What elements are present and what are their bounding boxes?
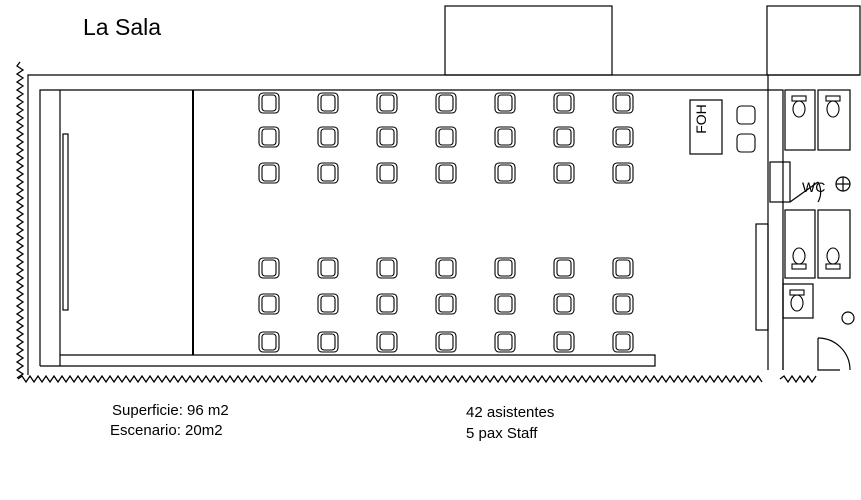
staff-label: 5 pax Staff (466, 425, 538, 442)
audience-seat (612, 92, 634, 114)
audience-seat (258, 92, 280, 114)
audience-seat (376, 293, 398, 315)
audience-seat (553, 126, 575, 148)
audience-seat (494, 126, 516, 148)
wc-stall-3 (784, 209, 816, 279)
stage-screen (62, 133, 69, 311)
audience-seat (435, 126, 457, 148)
audience-seat (317, 92, 339, 114)
audience-seat (553, 293, 575, 315)
audience-seat (435, 162, 457, 184)
audience-seat (435, 331, 457, 353)
attendees-label: 42 asistentes (466, 404, 555, 421)
audience-seat (612, 257, 634, 279)
wc-entry-frame (769, 161, 791, 203)
wc-stall-5 (782, 283, 814, 319)
wc-door-leaf (789, 181, 819, 203)
audience-seat (612, 126, 634, 148)
foh-chair-2 (736, 133, 756, 153)
stage-area-label: Escenario: 20m2 (110, 422, 223, 439)
rooftop-structure-center (444, 5, 613, 76)
foh-chair-1 (736, 105, 756, 125)
audience-seat (317, 257, 339, 279)
toilet-icon (825, 247, 841, 270)
audience-seat (494, 162, 516, 184)
audience-seat (494, 293, 516, 315)
right-broken-wall (779, 374, 817, 384)
audience-seat (553, 257, 575, 279)
outer-wall (27, 74, 860, 375)
inner-wall (39, 89, 784, 370)
audience-seat (612, 331, 634, 353)
wc-counter (755, 223, 769, 331)
toilet-icon (791, 95, 807, 118)
audience-seat (376, 331, 398, 353)
venue-title: La Sala (83, 14, 162, 40)
audience-seat (435, 92, 457, 114)
audience-seat (317, 162, 339, 184)
audience-seat (258, 257, 280, 279)
toilet-icon (791, 247, 807, 270)
audience-seat (376, 126, 398, 148)
wc-stall-1 (784, 89, 816, 151)
audience-seat (376, 162, 398, 184)
wc-door-arc (817, 181, 822, 203)
toilet-icon (825, 95, 841, 118)
audience-seat (258, 162, 280, 184)
audience-seat (258, 293, 280, 315)
audience-seat (494, 331, 516, 353)
audience-seat (612, 162, 634, 184)
toilet-icon (789, 289, 805, 312)
wc-stall-2 (817, 89, 851, 151)
surface-area-label: Superficie: 96 m2 (112, 402, 229, 419)
foh-booth (689, 99, 723, 155)
audience-seat (258, 126, 280, 148)
sink-icon-2 (841, 311, 855, 325)
audience-seat (435, 257, 457, 279)
audience-seat (494, 257, 516, 279)
audience-seat (258, 331, 280, 353)
audience-seat (317, 126, 339, 148)
audience-seat (553, 331, 575, 353)
foh-label: FOH (693, 104, 709, 134)
left-broken-wall (15, 61, 25, 379)
audience-seat (612, 293, 634, 315)
audience-seat (376, 92, 398, 114)
bottom-broken-wall (17, 374, 763, 384)
audience-seat (317, 293, 339, 315)
rooftop-structure-right (766, 5, 861, 76)
wc-stall-4 (817, 209, 851, 279)
wc-label: WC (802, 179, 825, 195)
floor-bottom-edge (40, 354, 656, 367)
audience-seat (553, 92, 575, 114)
audience-seat (553, 162, 575, 184)
audience-seat (435, 293, 457, 315)
audience-seat (317, 331, 339, 353)
wc-exit-door (817, 338, 840, 371)
wc-exit-door-arc (817, 337, 851, 371)
audience-seat (376, 257, 398, 279)
audience-seat (494, 92, 516, 114)
